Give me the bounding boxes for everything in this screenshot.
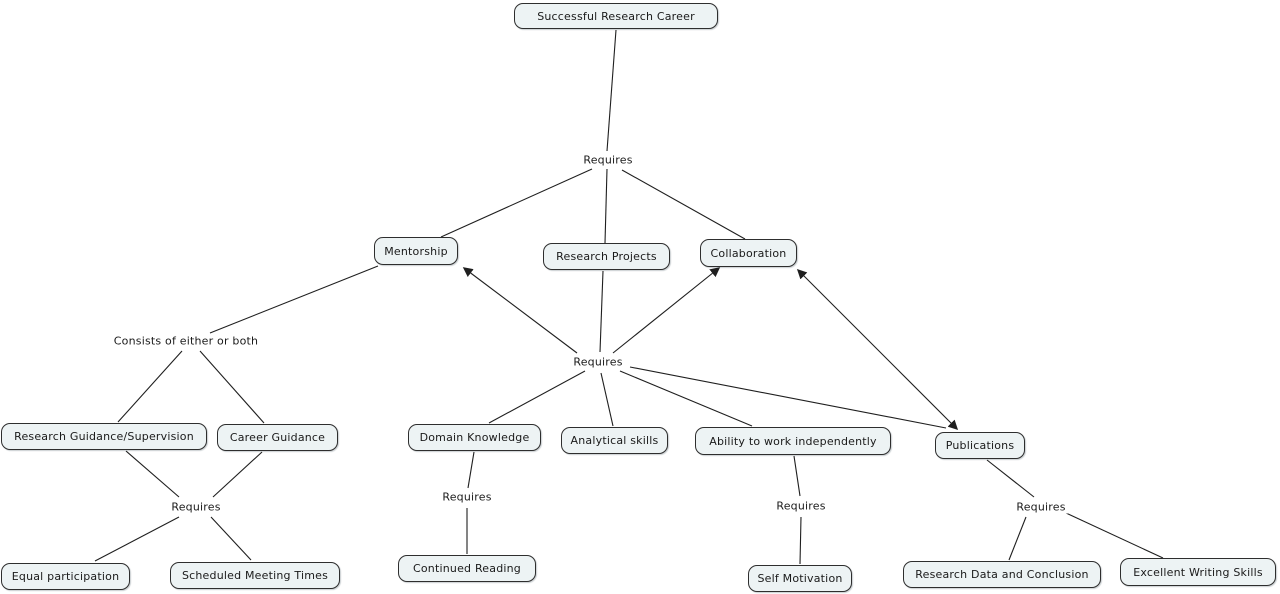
- edge-domain-to-requires: [467, 451, 475, 489]
- node-domain-knowledge[interactable]: Domain Knowledge: [408, 424, 541, 451]
- node-mentorship[interactable]: Mentorship: [374, 237, 458, 265]
- edge-requires-center-to-domain: [488, 370, 586, 424]
- edge-research-projects-to-requires: [599, 270, 604, 353]
- edge-requires-to-research-data: [1008, 516, 1027, 561]
- node-ability-to-work-independently[interactable]: Ability to work independently: [695, 427, 891, 455]
- node-continued-reading[interactable]: Continued Reading: [398, 555, 536, 582]
- edge-label-requires-ability[interactable]: Requires: [773, 499, 829, 513]
- edge-label-requires-mentorship[interactable]: Requires: [168, 500, 224, 514]
- node-collaboration[interactable]: Collaboration: [700, 239, 797, 267]
- edge-requires-center-to-publications: [629, 366, 947, 429]
- edge-ability-to-requires: [793, 455, 801, 497]
- node-successful-research-career[interactable]: Successful Research Career: [514, 3, 718, 29]
- edge-requires-to-excellent-writing: [1065, 512, 1164, 559]
- edge-requires-top-to-research-projects: [604, 168, 608, 244]
- edge-label-consists-of-either-or-both[interactable]: Consists of either or both: [110, 334, 262, 348]
- edge-label-requires-center[interactable]: Requires: [570, 355, 626, 369]
- node-self-motivation[interactable]: Self Motivation: [748, 565, 852, 592]
- edge-career-to-requires-top: [606, 29, 617, 152]
- node-scheduled-meeting-times[interactable]: Scheduled Meeting Times: [170, 562, 340, 589]
- edge-label-requires-domain[interactable]: Requires: [439, 490, 495, 504]
- node-excellent-writing-skills[interactable]: Excellent Writing Skills: [1120, 558, 1276, 586]
- edge-label-requires-publications[interactable]: Requires: [1013, 500, 1069, 514]
- node-publications[interactable]: Publications: [935, 432, 1025, 459]
- edge-requires-center-to-analytical: [600, 372, 614, 427]
- edge-requires-to-scheduled-meetings: [210, 516, 252, 561]
- node-research-projects[interactable]: Research Projects: [543, 243, 670, 270]
- edge-label-requires-top[interactable]: Requires: [580, 153, 636, 167]
- edge-publications-to-requires: [986, 459, 1035, 498]
- edge-requires-center-to-mentorship: [462, 267, 578, 354]
- edge-consists-to-research-guidance: [117, 350, 183, 423]
- edge-requires-top-to-mentorship: [440, 168, 593, 238]
- edge-research-guidance-to-requires: [125, 450, 180, 498]
- edge-requires-center-to-collaboration: [612, 267, 721, 354]
- node-analytical-skills[interactable]: Analytical skills: [561, 427, 668, 454]
- node-research-data-and-conclusion[interactable]: Research Data and Conclusion: [903, 561, 1101, 588]
- edge-requires-center-to-ability: [619, 370, 753, 427]
- edge-requires-to-equal-participation: [94, 516, 180, 562]
- edge-mentorship-to-consists: [209, 265, 379, 334]
- node-equal-participation[interactable]: Equal participation: [1, 563, 130, 590]
- edge-collaboration-publications-double: [796, 268, 959, 431]
- edge-career-guidance-to-requires: [212, 451, 263, 498]
- edge-requires-to-self-motivation: [799, 516, 802, 565]
- edge-consists-to-career-guidance: [199, 350, 265, 424]
- node-career-guidance[interactable]: Career Guidance: [217, 424, 338, 451]
- node-research-guidance-supervision[interactable]: Research Guidance/Supervision: [1, 423, 207, 450]
- edge-requires-top-to-collaboration: [621, 169, 746, 240]
